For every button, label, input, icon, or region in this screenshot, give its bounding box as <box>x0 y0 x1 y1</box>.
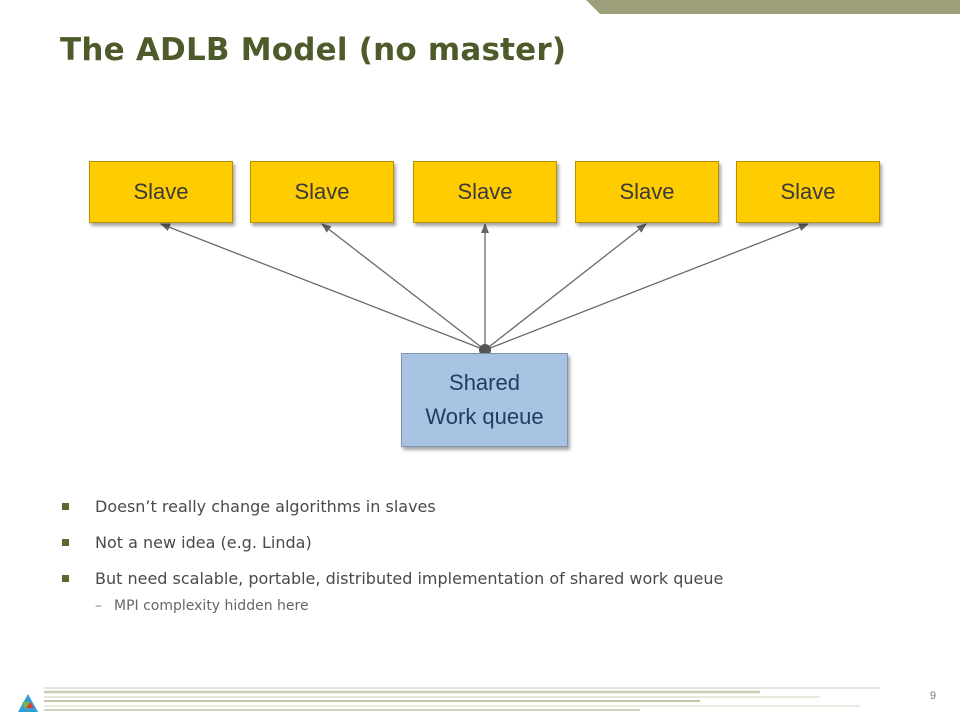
top-accent-band <box>586 0 960 14</box>
slave-box-1: Slave <box>89 161 233 223</box>
arrow-to-slave-4 <box>484 223 647 351</box>
sub-bullet: –MPI complexity hidden here <box>95 598 309 614</box>
sub-bullet-dash-icon: – <box>95 598 102 614</box>
bullet-item: Not a new idea (e.g. Linda) <box>60 530 920 566</box>
footer-decoration <box>18 687 880 712</box>
slave-box-4: Slave <box>575 161 719 223</box>
shared-work-queue-box: Shared Work queue <box>401 353 568 447</box>
slave-box-5: Slave <box>736 161 880 223</box>
arrow-to-slave-5 <box>484 223 809 351</box>
queue-label-line-1: Shared <box>449 370 520 395</box>
slave-box-3: Slave <box>413 161 557 223</box>
bullet-list: Doesn’t really change algorithms in slav… <box>60 494 920 602</box>
sub-bullet-text: MPI complexity hidden here <box>114 598 309 614</box>
page-number: 9 <box>929 690 936 702</box>
slave-box-2: Slave <box>250 161 394 223</box>
bullet-text: But need scalable, portable, distributed… <box>95 569 724 588</box>
bullet-text: Not a new idea (e.g. Linda) <box>95 533 312 552</box>
bullet-square-icon <box>62 503 69 510</box>
bullet-square-icon <box>62 575 69 582</box>
bullet-item: But need scalable, portable, distributed… <box>60 566 920 602</box>
arrow-to-slave-1 <box>160 223 486 351</box>
arrow-to-slave-2 <box>321 223 486 351</box>
queue-label-line-2: Work queue <box>425 404 544 429</box>
bullet-item: Doesn’t really change algorithms in slav… <box>60 494 920 530</box>
bullet-text: Doesn’t really change algorithms in slav… <box>95 497 436 516</box>
bullet-square-icon <box>62 539 69 546</box>
slide-title: The ADLB Model (no master) <box>60 32 567 68</box>
